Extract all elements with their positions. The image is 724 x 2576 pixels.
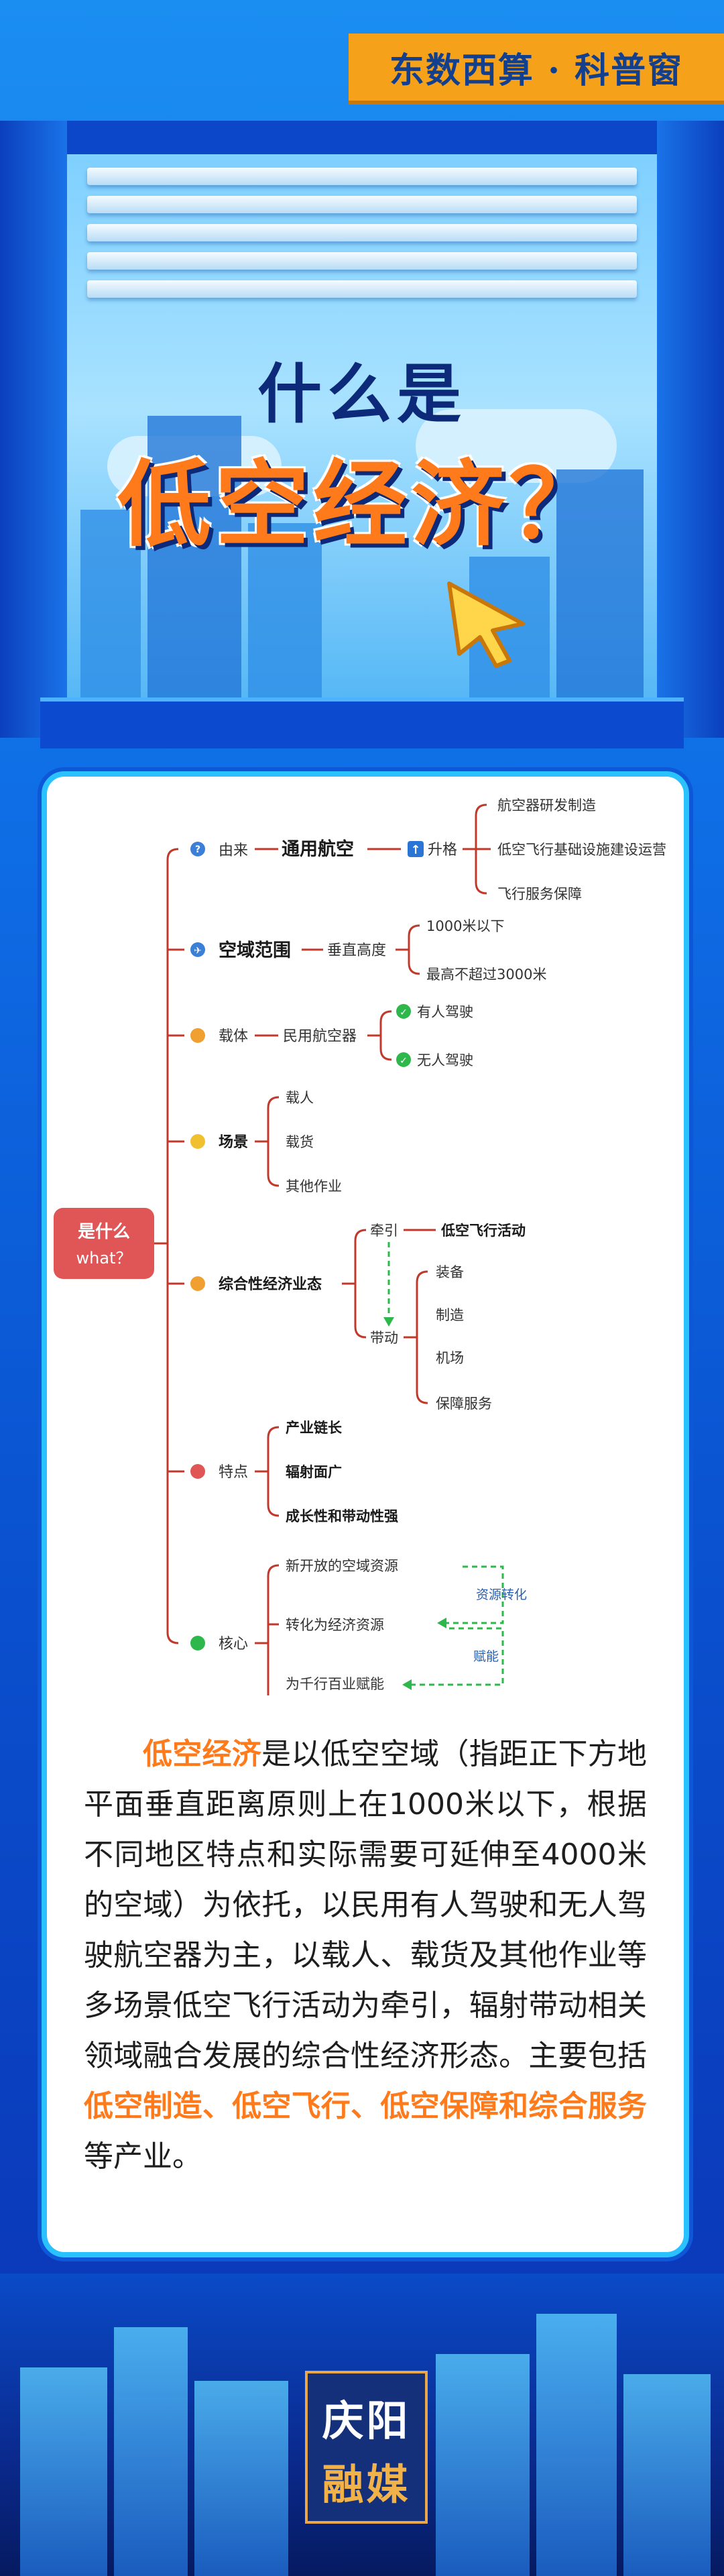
branch3-sub: 民用航空器 — [283, 1028, 357, 1045]
blind-slat — [87, 168, 637, 185]
building — [536, 2314, 617, 2576]
highlight-industries: 低空制造、低空飞行、低空保障和综合服务 — [84, 2089, 647, 2123]
building — [436, 2354, 530, 2576]
svg-text:?: ? — [195, 844, 200, 855]
window-sill — [40, 697, 684, 748]
building — [20, 2367, 107, 2576]
branch5-daidong: 带动 — [370, 1330, 398, 1346]
branch7-flow2: 赋能 — [473, 1649, 499, 1664]
core-icon — [190, 1636, 205, 1650]
building — [623, 2374, 711, 2576]
branch1-leaf: 飞行服务保障 — [497, 886, 582, 902]
branch7-leaf: 新开放的空域资源 — [286, 1558, 398, 1574]
logo-text-top: 庆阳 — [322, 2396, 411, 2445]
paragraph-text: 是以低空空域（指距正下方地平面垂直距离原则上在1000米以下，根据不同地区特点和… — [84, 1737, 647, 2073]
carrier-icon — [190, 1028, 205, 1043]
branch4-leaf: 其他作业 — [286, 1178, 342, 1194]
branch1-sub: 通用航空 — [282, 838, 354, 860]
branch5-leaf: 装备 — [436, 1264, 464, 1280]
mind-map: 是什么 what？ ? 由来 通用航空 ↑ 升格 航空器研发制造 — [54, 797, 666, 1695]
blind-slat — [87, 280, 637, 298]
root-sublabel: what？ — [76, 1249, 132, 1268]
svg-text:↑: ↑ — [410, 843, 420, 857]
branch1-arrow-label: 升格 — [428, 842, 457, 858]
branch2-label: 空域范围 — [219, 940, 291, 961]
up-arrow-icon — [408, 841, 424, 857]
branch5-qianyin: 牵引 — [370, 1223, 398, 1239]
branch5-leaf: 机场 — [436, 1350, 464, 1366]
branch3-leaf: 无人驾驶 — [417, 1052, 473, 1068]
building — [114, 2327, 188, 2576]
branch6-label: 特点 — [219, 1464, 248, 1481]
branch1-leaf: 航空器研发制造 — [497, 797, 596, 814]
branch2-sub: 垂直高度 — [327, 942, 386, 959]
branch4-leaf: 载人 — [286, 1090, 314, 1106]
svg-text:✓: ✓ — [400, 1056, 408, 1066]
check-icon — [396, 1004, 411, 1019]
window-frame-left — [0, 121, 67, 738]
svg-text:✓: ✓ — [400, 1007, 408, 1018]
hero-title-line1: 什么是 — [257, 357, 467, 432]
branch6-leaf: 产业链长 — [286, 1420, 343, 1436]
branch1-leaf: 低空飞行基础设施建设运营 — [497, 842, 666, 858]
paragraph-text-end: 等产业。 — [84, 2139, 202, 2174]
brand-logo: 庆阳 融媒 — [305, 2371, 428, 2524]
branch4-label: 场景 — [219, 1134, 248, 1151]
branch1-label: 由来 — [219, 842, 248, 859]
branch7-label: 核心 — [219, 1636, 248, 1653]
building — [80, 510, 141, 724]
economy-icon — [190, 1276, 205, 1291]
branch2-leaf: 1000米以下 — [426, 918, 504, 934]
building — [147, 416, 241, 724]
branch2-leaf: 最高不超过3000米 — [426, 966, 546, 983]
blind-slat — [87, 224, 637, 241]
hero-title-line2: 低空经济？ — [117, 451, 607, 560]
branch5-leaf: 保障服务 — [436, 1396, 492, 1412]
branch5-qianyin-target: 低空飞行活动 — [440, 1223, 526, 1239]
root-label: 是什么 — [78, 1222, 130, 1242]
plane-icon — [190, 942, 205, 957]
branch5-leaf: 制造 — [436, 1307, 464, 1323]
building — [556, 469, 644, 724]
branch6-leaf: 成长性和带动性强 — [286, 1508, 398, 1524]
feature-icon — [190, 1464, 205, 1479]
check-icon — [396, 1052, 411, 1067]
branch7-leaf: 为千行百业赋能 — [286, 1676, 384, 1692]
branch7-leaf: 转化为经济资源 — [286, 1617, 384, 1633]
branch6-leaf: 辐射面广 — [286, 1464, 342, 1480]
branch3-leaf: 有人驾驶 — [417, 1004, 473, 1020]
branch5-label: 综合性经济业态 — [219, 1276, 322, 1293]
left-arrow-icon — [437, 1618, 446, 1628]
root-node — [54, 1208, 154, 1279]
content-card: 是什么 what？ ? 由来 通用航空 ↑ 升格 航空器研发制造 — [42, 771, 689, 2257]
window-scene — [67, 154, 657, 724]
blind-slat — [87, 196, 637, 213]
left-arrow-icon — [402, 1679, 412, 1690]
cursor-icon — [447, 581, 525, 668]
branch7-flow1: 资源转化 — [476, 1587, 527, 1602]
window-frame-right — [657, 121, 724, 738]
intro-paragraph: 低空经济是以低空空域（指距正下方地平面垂直距离原则上在1000米以下，根据不同地… — [84, 1729, 647, 2182]
scene-icon — [190, 1134, 205, 1149]
header-tag: 东数西算 · 科普窗 — [349, 34, 724, 101]
logo-text-bottom: 融媒 — [322, 2460, 411, 2509]
branch4-leaf: 载货 — [286, 1134, 314, 1150]
building — [194, 2381, 288, 2576]
building — [248, 523, 322, 724]
branch3-label: 载体 — [219, 1028, 248, 1045]
down-arrow-icon — [383, 1317, 394, 1327]
info-icon — [190, 842, 205, 856]
blind-slat — [87, 252, 637, 270]
highlight-term: 低空经济 — [143, 1737, 261, 1771]
svg-text:✈: ✈ — [194, 946, 202, 956]
